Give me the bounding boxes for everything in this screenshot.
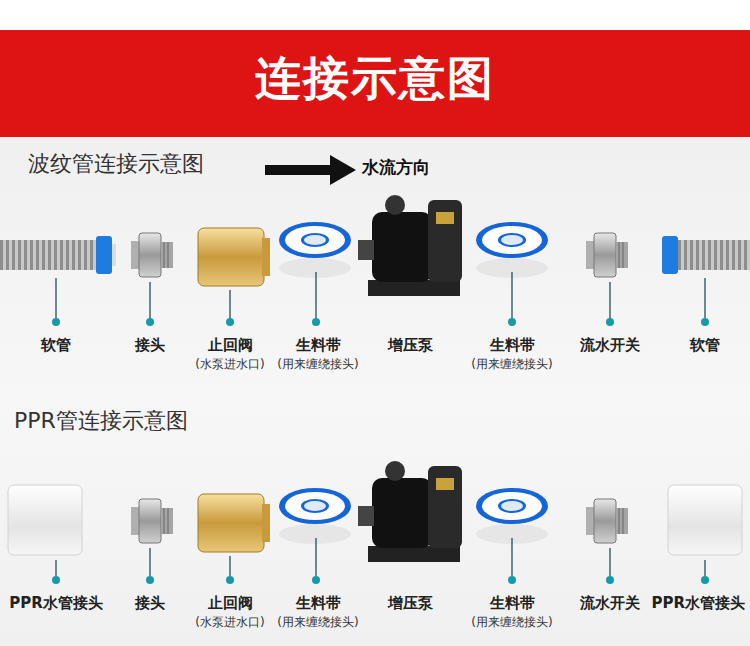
part-name: 增压泵 — [388, 336, 433, 355]
flow-label: 水流方向 — [362, 157, 430, 178]
part-name: PPR水管接头 — [9, 594, 103, 613]
part-note: (水泵进水口) — [195, 357, 264, 372]
part-name: 增压泵 — [388, 594, 433, 613]
part-name: 止回阀 — [208, 594, 253, 613]
part-note: (用来缠绕接头) — [471, 615, 552, 630]
part-name: 生料带 — [296, 594, 341, 613]
part-name: 生料带 — [490, 336, 535, 355]
part-note: (用来缠绕接头) — [277, 357, 358, 372]
part-name: 流水开关 — [580, 336, 640, 355]
page-title: 连接示意图 — [0, 48, 750, 108]
part-name: 接头 — [135, 594, 165, 613]
part-name: 软管 — [690, 336, 720, 355]
section-heading: 波纹管连接示意图 — [28, 150, 204, 178]
part-note: (用来缠绕接头) — [277, 615, 358, 630]
part-note: (水泵进水口) — [195, 615, 264, 630]
part-name: 生料带 — [296, 336, 341, 355]
part-name: 流水开关 — [580, 594, 640, 613]
part-name: 生料带 — [490, 594, 535, 613]
part-note: (用来缠绕接头) — [471, 357, 552, 372]
section-heading: PPR管连接示意图 — [14, 407, 188, 435]
part-name: 止回阀 — [208, 336, 253, 355]
part-name: 接头 — [135, 336, 165, 355]
part-name: PPR水管接头 — [651, 594, 745, 613]
part-name: 软管 — [41, 336, 71, 355]
